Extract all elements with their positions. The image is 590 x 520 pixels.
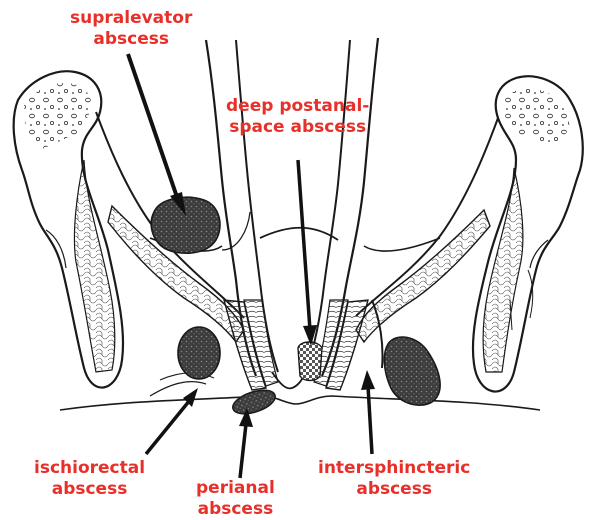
ischiorectal-abscess-mass xyxy=(178,327,220,379)
label-deep-postanal-line2: space abscess xyxy=(226,117,369,138)
label-supralevator-line1: supralevator xyxy=(70,8,192,29)
label-intersphincteric-line2: abscess xyxy=(318,479,470,500)
perianal-abscess-mass xyxy=(230,386,278,419)
label-intersphincteric-line1: intersphincteric xyxy=(318,458,470,479)
supralevator-arrow xyxy=(128,54,186,216)
ischiorectal-arrow xyxy=(146,388,198,454)
label-deep-postanal-space-abscess: deep postanal- space abscess xyxy=(226,96,369,138)
label-perianal-line1: perianal xyxy=(196,478,275,499)
label-ischiorectal-line2: abscess xyxy=(34,479,145,500)
left-pelvic-bone xyxy=(14,71,123,387)
perineal-skin-line xyxy=(60,396,540,410)
perianal-arrow xyxy=(239,408,253,478)
label-deep-postanal-line1: deep postanal- xyxy=(226,96,369,117)
deep-postanal-abscess-mass xyxy=(298,342,322,381)
label-ischiorectal-abscess: ischiorectal abscess xyxy=(34,458,145,500)
supralevator-abscess-mass xyxy=(151,197,220,253)
right-pelvic-bone xyxy=(473,76,583,391)
label-ischiorectal-line1: ischiorectal xyxy=(34,458,145,479)
label-supralevator-abscess: supralevator abscess xyxy=(70,8,192,50)
intersphincteric-abscess-mass xyxy=(384,337,440,405)
deep-postanal-arrow xyxy=(298,160,317,346)
label-intersphincteric-abscess: intersphincteric abscess xyxy=(318,458,470,500)
intersphincteric-arrow xyxy=(361,370,375,454)
left-sphincter-complex xyxy=(224,300,278,390)
label-supralevator-line2: abscess xyxy=(70,29,192,50)
label-perianal-abscess: perianal abscess xyxy=(196,478,275,520)
rectal-lumen-curve xyxy=(260,228,338,240)
label-perianal-line2: abscess xyxy=(196,499,275,520)
